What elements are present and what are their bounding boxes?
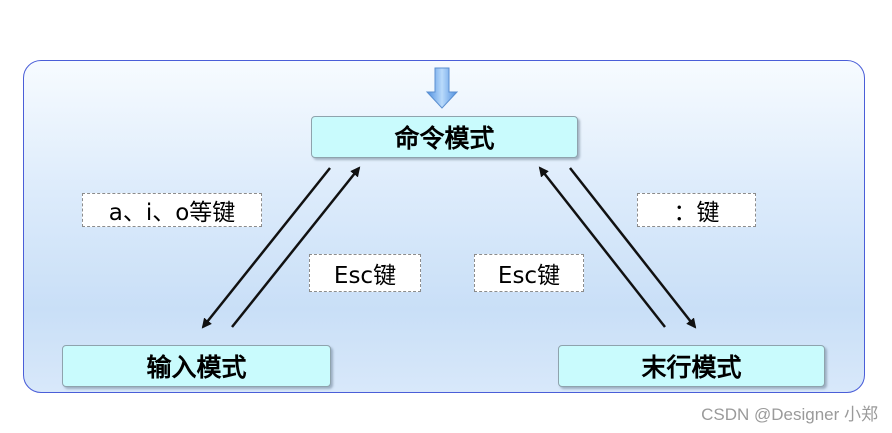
last-line-mode-node: 末行模式	[558, 345, 825, 387]
entry-arrow-icon	[425, 67, 459, 109]
label-esc-right: Esc键	[474, 254, 584, 292]
command-mode-node: 命令模式	[311, 116, 578, 158]
input-mode-node: 输入模式	[62, 345, 331, 387]
label-aio-keys: a、i、o等键	[82, 193, 262, 227]
arrow-command-to-input	[201, 167, 331, 329]
label-colon-key: ：键	[637, 193, 756, 227]
arrow-last-line-to-command	[538, 166, 666, 328]
arrow-input-to-command	[231, 166, 361, 328]
label-esc-left: Esc键	[309, 254, 421, 292]
arrow-command-to-last-line	[569, 167, 697, 329]
watermark: CSDN @Designer 小郑	[701, 405, 878, 424]
